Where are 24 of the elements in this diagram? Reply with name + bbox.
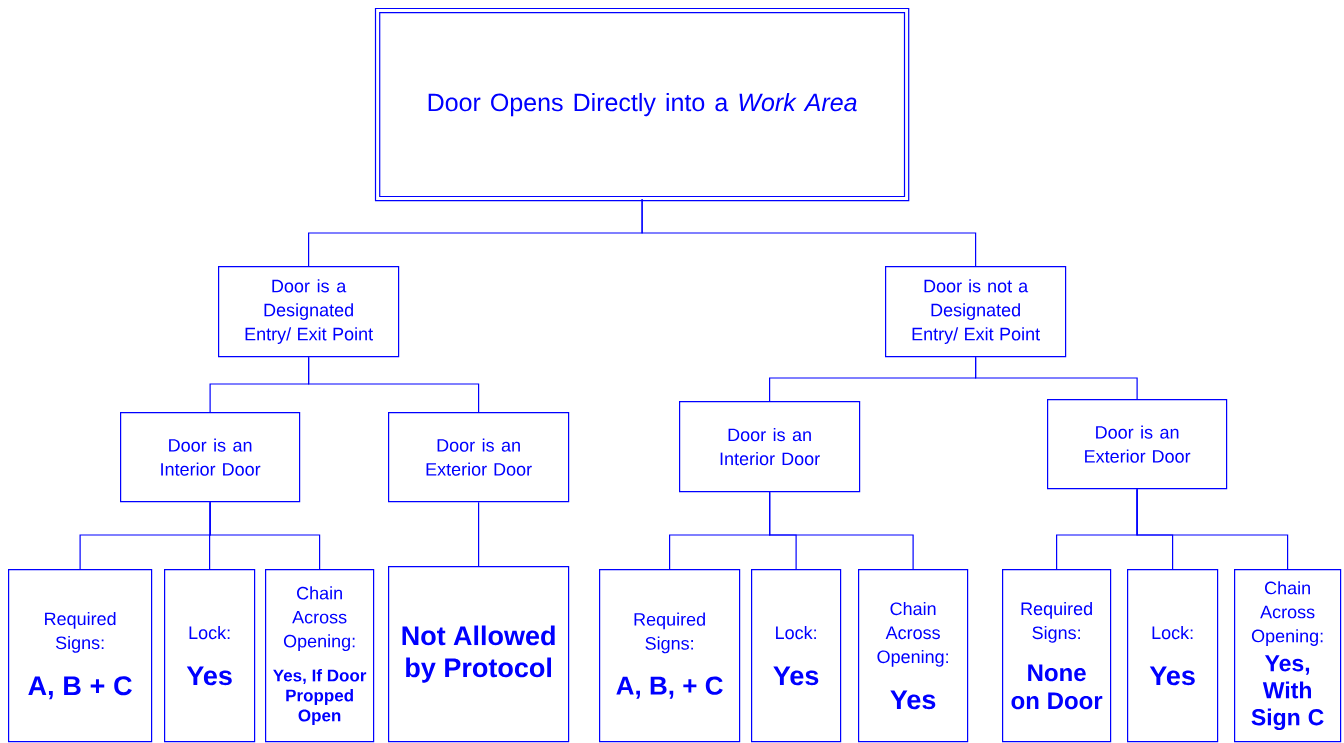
outcome-box: Lock: Yes — [1127, 569, 1219, 743]
connector — [641, 198, 977, 267]
connector — [975, 356, 1138, 400]
connector — [769, 491, 914, 570]
outcome-box: Lock: Yes — [751, 569, 842, 743]
outcome-box: Chain Across Opening: Yes, With Sign C — [1234, 569, 1342, 743]
decision-box: Door is an Interior Door — [679, 401, 861, 493]
title-box: Door Opens Directly into a Work Area — [374, 7, 910, 202]
decision-box: Door is an Interior Door — [120, 412, 301, 503]
connector — [308, 356, 480, 413]
decision-box: Door is an Exterior Door — [388, 412, 570, 503]
outcome-box: Required Signs: None on Door — [1002, 569, 1112, 743]
connector — [1136, 488, 1289, 570]
outcome-box: Not Allowed by Protocol — [388, 566, 570, 743]
outcome-box: Required Signs: A, B, + C — [599, 569, 741, 743]
outcome-box: Chain Across Opening: Yes, If Door Propped Open — [265, 569, 375, 743]
decision-box: Door is an Exterior Door — [1047, 399, 1228, 490]
decision-box: Door is not a Designated Entry/ Exit Point — [885, 266, 1067, 358]
decision-box: Door is a Designated Entry/ Exit Point — [218, 266, 400, 358]
outcome-box: Chain Across Opening: Yes — [858, 569, 969, 743]
outcome-box: Lock: Yes — [164, 569, 256, 743]
connector — [478, 501, 480, 567]
outcome-box: Required Signs: A, B + C — [8, 569, 153, 743]
connector — [209, 501, 321, 570]
